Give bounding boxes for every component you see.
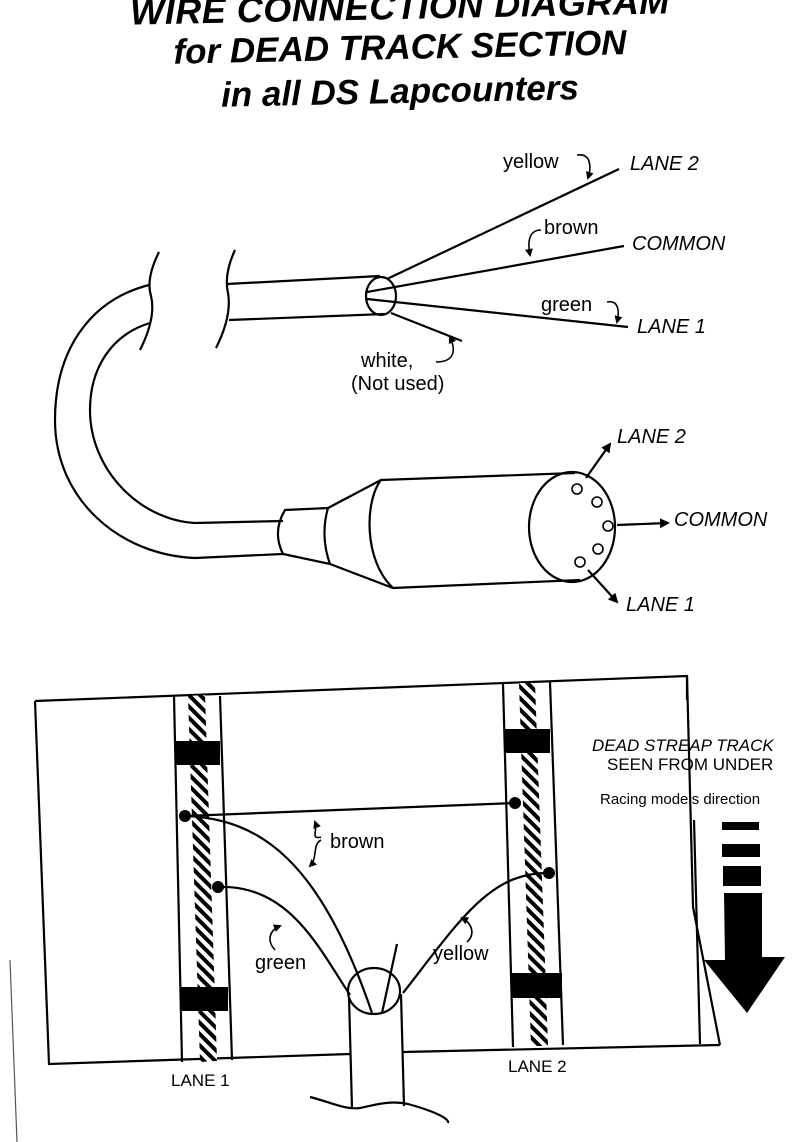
terminal-lane-1: LANE 1 xyxy=(637,316,706,338)
callout-arrow-icon xyxy=(435,335,457,363)
track-label-green: green xyxy=(255,952,306,974)
pin-hole xyxy=(574,556,586,568)
lane-1-slot xyxy=(172,695,234,1063)
track-section xyxy=(33,674,722,1124)
pin-hole xyxy=(571,483,583,495)
wire-yellow xyxy=(402,871,550,994)
label-green: green xyxy=(541,294,592,316)
contact-common-lane-1 xyxy=(179,810,191,822)
label-white: white, xyxy=(360,350,413,372)
wire-white xyxy=(380,943,399,1014)
wire-brown xyxy=(187,814,374,1014)
callout-arrow-icon xyxy=(460,917,473,943)
callout-arrow-icon xyxy=(313,820,322,839)
callout-arrow-icon xyxy=(308,839,322,868)
track-heading-line-2: SEEN FROM UNDER xyxy=(607,755,773,774)
terminal-lane-2: LANE 2 xyxy=(630,153,699,175)
lane-1-label: LANE 1 xyxy=(171,1071,230,1090)
wire-green xyxy=(219,885,351,996)
contact-lane-1 xyxy=(212,881,224,893)
label-brown: brown xyxy=(544,217,598,239)
wire-yellow xyxy=(386,168,620,280)
wire-green xyxy=(366,297,629,329)
track-label-brown: brown xyxy=(330,831,384,853)
terminal-common: COMMON xyxy=(632,233,726,255)
label-not-used: (Not used) xyxy=(351,373,444,395)
callout-arrow-icon xyxy=(524,229,542,257)
connector-common: COMMON xyxy=(674,509,768,531)
track-label-yellow: yellow xyxy=(433,943,489,965)
connector-lane-1: LANE 1 xyxy=(626,594,695,616)
direction-label: Racing models direction xyxy=(600,791,760,808)
connector-plug xyxy=(276,470,617,590)
arrow-common-icon xyxy=(616,518,670,529)
lane-2-label: LANE 2 xyxy=(508,1057,567,1076)
callout-arrow-icon xyxy=(269,924,282,951)
down-arrow-icon xyxy=(704,822,785,1013)
wire-white xyxy=(390,311,463,343)
pin-hole xyxy=(591,496,603,508)
cable xyxy=(53,249,398,560)
pin-hole xyxy=(602,520,614,532)
label-yellow: yellow xyxy=(503,151,559,173)
lane-2-slot xyxy=(501,681,565,1048)
connector-lane-2: LANE 2 xyxy=(617,426,686,448)
arrow-lane-1-icon xyxy=(587,569,619,604)
callout-arrow-icon xyxy=(576,154,594,180)
wire-brown xyxy=(366,244,625,294)
callout-arrow-icon xyxy=(606,300,623,324)
contact-common-lane-2 xyxy=(509,797,521,809)
track-heading-line-1: DEAD STREAP TRACK xyxy=(592,736,774,755)
arrow-lane-2-icon xyxy=(585,442,612,479)
pin-hole xyxy=(592,543,604,555)
